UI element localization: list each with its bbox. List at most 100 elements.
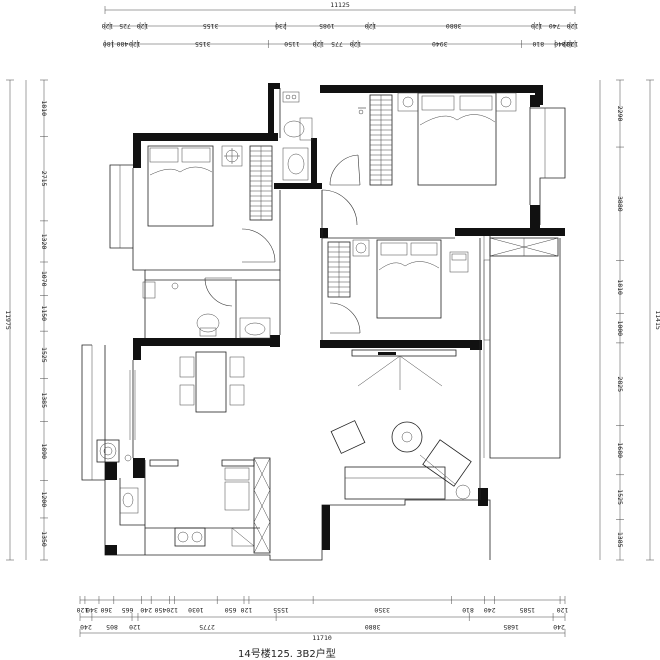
bottom-row2-dim-0: 240 (80, 623, 92, 631)
bottom-row2-dim-6: 240 (553, 623, 565, 631)
bottom-row1-dim-4: 240 (140, 606, 152, 614)
top-row2-dim-5: 120 (312, 40, 324, 48)
door-master (321, 189, 358, 226)
top-row2-dim-9: 810 (532, 40, 544, 48)
top-row1-dim-4: 230 (275, 22, 287, 30)
right-dim-0: 2290 (616, 106, 624, 122)
left-dim-1: 2715 (40, 171, 48, 187)
right-dim-4: 2825 (616, 376, 624, 392)
armchair-icon (330, 420, 366, 454)
bottom-row1-dim-15: 120 (557, 606, 569, 614)
door-small-bath (204, 277, 233, 307)
top-row2-dim-4: 1150 (284, 40, 300, 48)
bottom-row1-dim-13: 240 (484, 606, 496, 614)
bottom-row2-dim-3: 2775 (199, 623, 215, 631)
dining-table (195, 351, 227, 413)
left-dim-5: 1525 (40, 347, 48, 363)
left-dims: 1810 2715 1320 1070 1150 1525 1385 1890 1200 1350 (40, 100, 48, 547)
right-dim-1: 3880 (616, 196, 624, 212)
top-row1-dim-7: 3880 (446, 22, 462, 30)
nightstand-mid-icon (352, 239, 370, 257)
door-bedroom-2 (241, 228, 276, 263)
walls (105, 83, 565, 555)
top-row2-dim-3: 3155 (195, 40, 211, 48)
door-bathroom (329, 154, 361, 186)
bottom-row1-dim-6: 120 (166, 606, 178, 614)
master-bedroom (321, 92, 517, 226)
bottom-row2-dim-4: 3880 (365, 623, 381, 631)
bottom-row2-dim-5: 1685 (503, 623, 519, 631)
top-row2-dim-10: 240 (554, 40, 566, 48)
top-row1-dim-9: 740 (549, 22, 561, 30)
living-room (330, 259, 491, 500)
sink-small-icon (239, 317, 271, 339)
toilet-small-icon (196, 313, 220, 337)
washing-machine-icon (96, 439, 132, 463)
bottom-row1-dim-10: 1555 (273, 606, 289, 614)
left-dim-6: 1385 (40, 392, 48, 408)
left-dim-0: 1810 (40, 100, 48, 116)
nightstand-master-left-icon (397, 92, 419, 112)
outline (81, 107, 566, 561)
armchair-mid-icon (449, 251, 469, 273)
bathroom-small (142, 277, 271, 339)
top-row2-dim-1: 480 (116, 40, 128, 48)
left-dim-3: 1070 (40, 271, 48, 287)
bottom-row2-dim-1: 805 (106, 623, 118, 631)
projection-lines (357, 355, 443, 390)
bottom-row1-dim-12: 810 (462, 606, 474, 614)
top-row1-dim-6: 120 (365, 22, 377, 30)
nightstand-lamp-icon (221, 145, 243, 167)
wardrobe-master (369, 94, 393, 186)
bottom-row1-dim-8: 650 (225, 606, 237, 614)
left-dim-9: 1350 (40, 531, 48, 547)
bottom-row1-dim-14: 1585 (519, 606, 535, 614)
tv-cabinet (351, 349, 457, 357)
wardrobe-left (249, 145, 273, 221)
right-dim-2: 1810 (616, 279, 624, 295)
top-row2-dim-8: 3940 (432, 40, 448, 48)
top-row1-dim-10: 120 (567, 22, 579, 30)
dining-chairs (179, 356, 245, 406)
right-dim-7: 1385 (616, 532, 624, 548)
top-row1-dim-5: 1985 (319, 22, 335, 30)
fridge-icon (231, 527, 255, 547)
floor-plan-caption: 14号楼125. 3B2户型 (238, 649, 336, 660)
bed-master (417, 92, 497, 186)
left-dimensions: 11975 1810 2715 1320 1070 1150 1525 1385 1890 12… (4, 79, 48, 561)
bathroom-main (282, 91, 366, 186)
top-row2-dim-6: 775 (331, 40, 343, 48)
top-row2-dim-7: 120 (350, 40, 362, 48)
left-total-dim: 11975 (4, 310, 12, 330)
sofa (344, 439, 472, 500)
top-row2-dim-12: 120 (567, 40, 579, 48)
floor-lamp-icon (419, 454, 471, 500)
bottom-row1-dim-2: 360 (100, 606, 112, 614)
bottom-row1-dim-3: 665 (122, 606, 134, 614)
coffee-table-round (391, 421, 423, 453)
right-dim-5: 1680 (616, 442, 624, 458)
top-row1-dim-8: 120 (531, 22, 543, 30)
left-dim-7: 1890 (40, 443, 48, 459)
top-row2-dim-11: 120 (562, 40, 574, 48)
left-dim-2: 1320 (40, 234, 48, 250)
sink-icon (282, 147, 309, 181)
bottom-row1-dim-0: 120 (77, 606, 89, 614)
top-row1-dim-0: 120 (102, 22, 114, 30)
wardrobe-middle (327, 241, 351, 298)
bed-middle (376, 239, 442, 319)
dining-area (129, 351, 245, 440)
left-dim-8: 1200 (40, 491, 48, 507)
stove-icon (174, 527, 206, 547)
top-row1-dim-1: 725 (119, 22, 131, 30)
left-dim-4: 1150 (40, 305, 48, 321)
bed-left (147, 145, 214, 227)
bottom-total-dim: 11710 (312, 634, 332, 642)
top-row2-dim-2: 120 (129, 40, 141, 48)
